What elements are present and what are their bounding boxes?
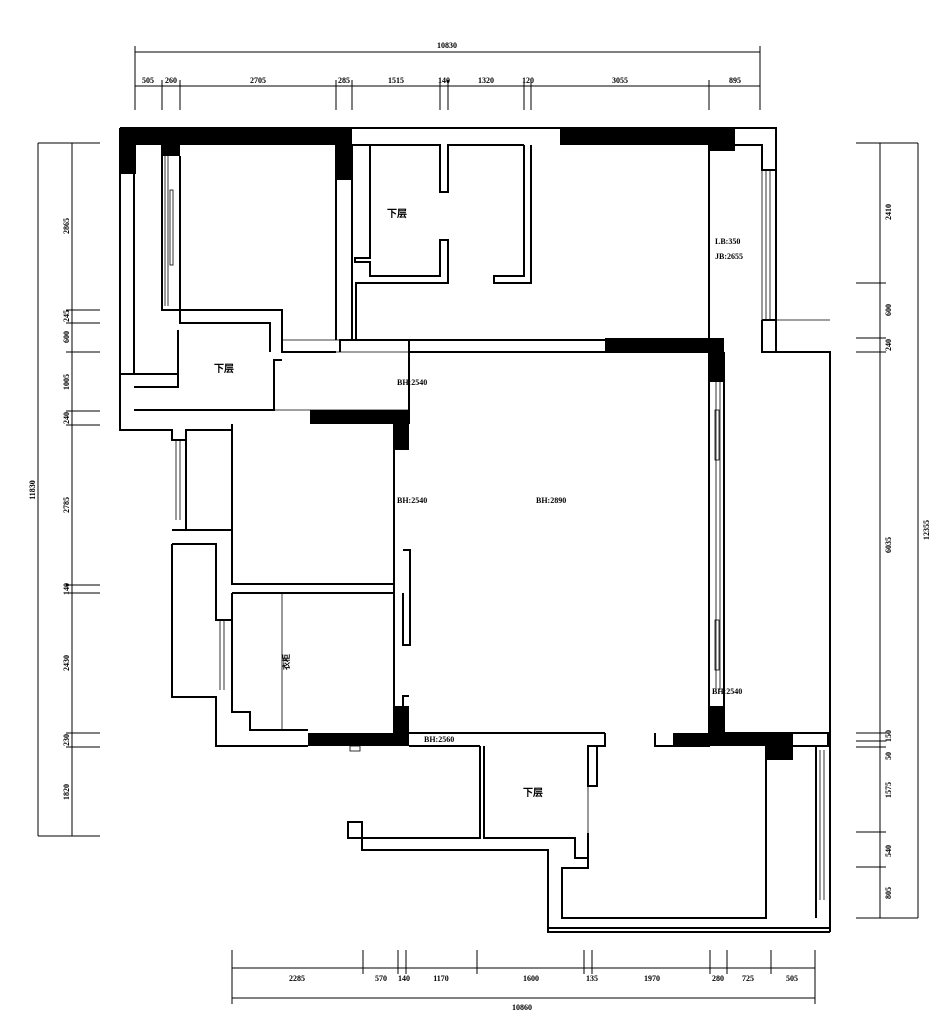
dim-top-2: 260: [165, 76, 177, 85]
dim-bottom-1: 2285: [289, 974, 305, 983]
dim-left-7: 140: [62, 583, 71, 595]
dim-top-total: 10830: [437, 41, 457, 50]
structural-columns: [120, 128, 793, 760]
beam-label-corridor: BH:2540: [397, 378, 427, 387]
dim-bottom-7: 1970: [644, 974, 660, 983]
dim-left-5: 240: [62, 412, 71, 424]
dim-bottom-2: 570: [375, 974, 387, 983]
dim-top-7: 1320: [478, 76, 494, 85]
dim-right-4: 6035: [884, 537, 893, 553]
beam-label-lb: LB:350: [715, 237, 740, 246]
dim-left-6: 2785: [62, 497, 71, 513]
dim-top-8: 120: [522, 76, 534, 85]
room-label-lower-bottom: 下层: [523, 787, 543, 799]
dim-top-5: 1515: [388, 76, 404, 85]
beam-label-living: BH:2890: [536, 496, 566, 505]
dim-right-9: 805: [884, 887, 893, 899]
dimension-left: [37, 142, 100, 837]
dim-bottom-total: 10860: [512, 1003, 532, 1012]
dim-top-3: 2705: [250, 76, 266, 85]
dimension-top: [134, 46, 761, 110]
room-label-lower-top: 下层: [387, 208, 407, 220]
dim-left-4: 1005: [62, 374, 71, 390]
beam-label-bottom: BH:2560: [424, 735, 454, 744]
windows-and-openings: [164, 156, 830, 900]
dim-right-total: 12355: [922, 520, 931, 540]
beam-label-jb: JB:2655: [715, 252, 743, 261]
dim-right-8: 540: [884, 845, 893, 857]
dim-bottom-5: 1600: [523, 974, 539, 983]
dim-right-7: 1575: [884, 782, 893, 798]
dim-top-6: 140: [438, 76, 450, 85]
dim-top-4: 285: [338, 76, 350, 85]
dim-bottom-3: 140: [398, 974, 410, 983]
dim-bottom-10: 505: [786, 974, 798, 983]
dim-top-10: 895: [729, 76, 741, 85]
dim-bottom-4: 1170: [433, 974, 449, 983]
dim-top-9: 3055: [612, 76, 628, 85]
beam-label-right: BH:2540: [712, 687, 742, 696]
dim-left-10: 1820: [62, 784, 71, 800]
dim-right-5: 150: [884, 730, 893, 742]
dim-left-2: 245: [62, 310, 71, 322]
dim-right-3: 240: [884, 339, 893, 351]
dim-bottom-9: 725: [742, 974, 754, 983]
dim-left-1: 2865: [62, 218, 71, 234]
dim-right-6: 50: [884, 752, 893, 760]
dim-right-1: 2410: [884, 204, 893, 220]
dimension-right: [856, 142, 919, 919]
wardrobe-label: 衣柜: [281, 654, 291, 670]
room-label-lower-left: 下层: [214, 363, 234, 375]
dim-top-1: 505: [142, 76, 154, 85]
dim-left-9: 230: [62, 734, 71, 746]
dim-left-total: 11830: [28, 480, 37, 500]
dim-right-2: 600: [884, 304, 893, 316]
dim-bottom-6: 135: [586, 974, 598, 983]
walls: [119, 127, 831, 933]
dim-bottom-8: 280: [712, 974, 724, 983]
dim-left-3: 600: [62, 331, 71, 343]
dim-left-8: 2430: [62, 655, 71, 671]
dimension-bottom: [231, 950, 816, 1004]
beam-label-room: BH:2540: [397, 496, 427, 505]
